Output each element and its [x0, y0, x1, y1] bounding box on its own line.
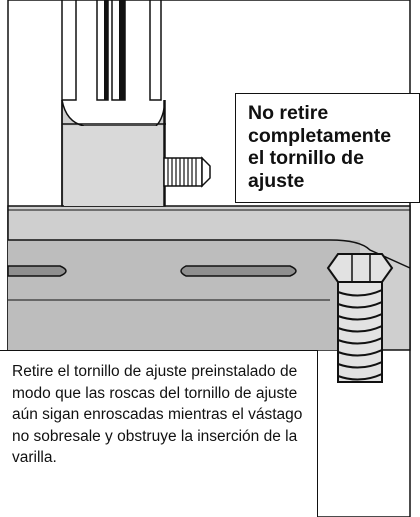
base-slot-right [180, 265, 297, 277]
base-slot-left [7, 265, 67, 277]
base-plate-bevel [8, 239, 411, 269]
rod-outer [149, 0, 162, 101]
mounting-block-face [64, 126, 164, 206]
warning-text: No retire completamente el tornillo de a… [248, 102, 392, 192]
rod-right-dark [119, 0, 125, 100]
warning-callout: No retire completamente el tornillo de a… [235, 93, 420, 203]
hex-bolt [326, 253, 394, 383]
instruction-callout: Retire el tornillo de ajuste preinstalad… [0, 350, 318, 517]
instruction-text: Retire el tornillo de ajuste preinstalad… [12, 363, 303, 467]
rod-center-dark [104, 0, 108, 100]
set-screw [163, 156, 211, 188]
rod-left [61, 0, 77, 101]
base-plate-shade [8, 240, 360, 350]
